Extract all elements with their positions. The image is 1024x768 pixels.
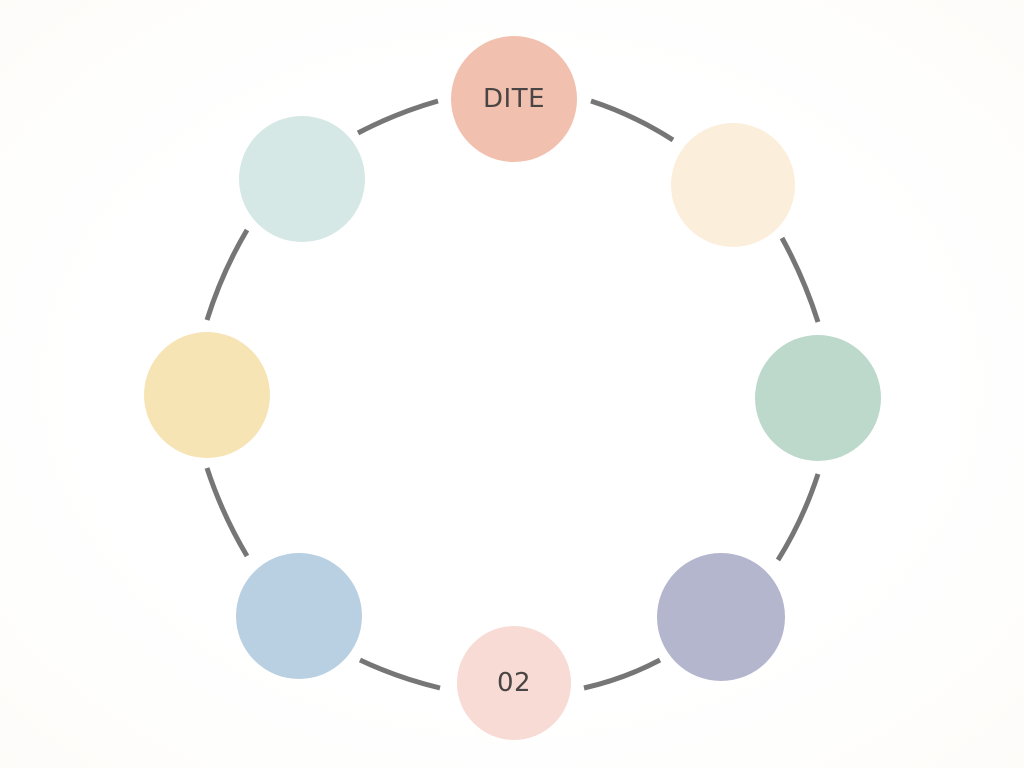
connector-top-left-to-top (356, 98, 439, 136)
connector-top-right-to-right (779, 236, 821, 323)
node-bottom: 02 (457, 626, 571, 740)
node-top-right (671, 123, 795, 247)
node-right (755, 335, 881, 461)
connector-right-to-bottom-right (775, 473, 821, 562)
node-bottom-left (236, 553, 362, 679)
connector-bottom-right-to-bottom (583, 657, 662, 691)
node-top-label: DITE (483, 84, 545, 114)
node-top-left (239, 116, 365, 242)
node-top: DITE (451, 36, 577, 162)
node-bottom-right (657, 553, 785, 681)
connector-left-to-top-left (204, 228, 250, 321)
connector-bottom-left-to-left (204, 467, 250, 558)
node-left (144, 332, 270, 458)
connector-top-to-top-right (590, 98, 675, 143)
connector-bottom-to-bottom-left (358, 657, 441, 691)
node-bottom-label: 02 (496, 668, 532, 698)
